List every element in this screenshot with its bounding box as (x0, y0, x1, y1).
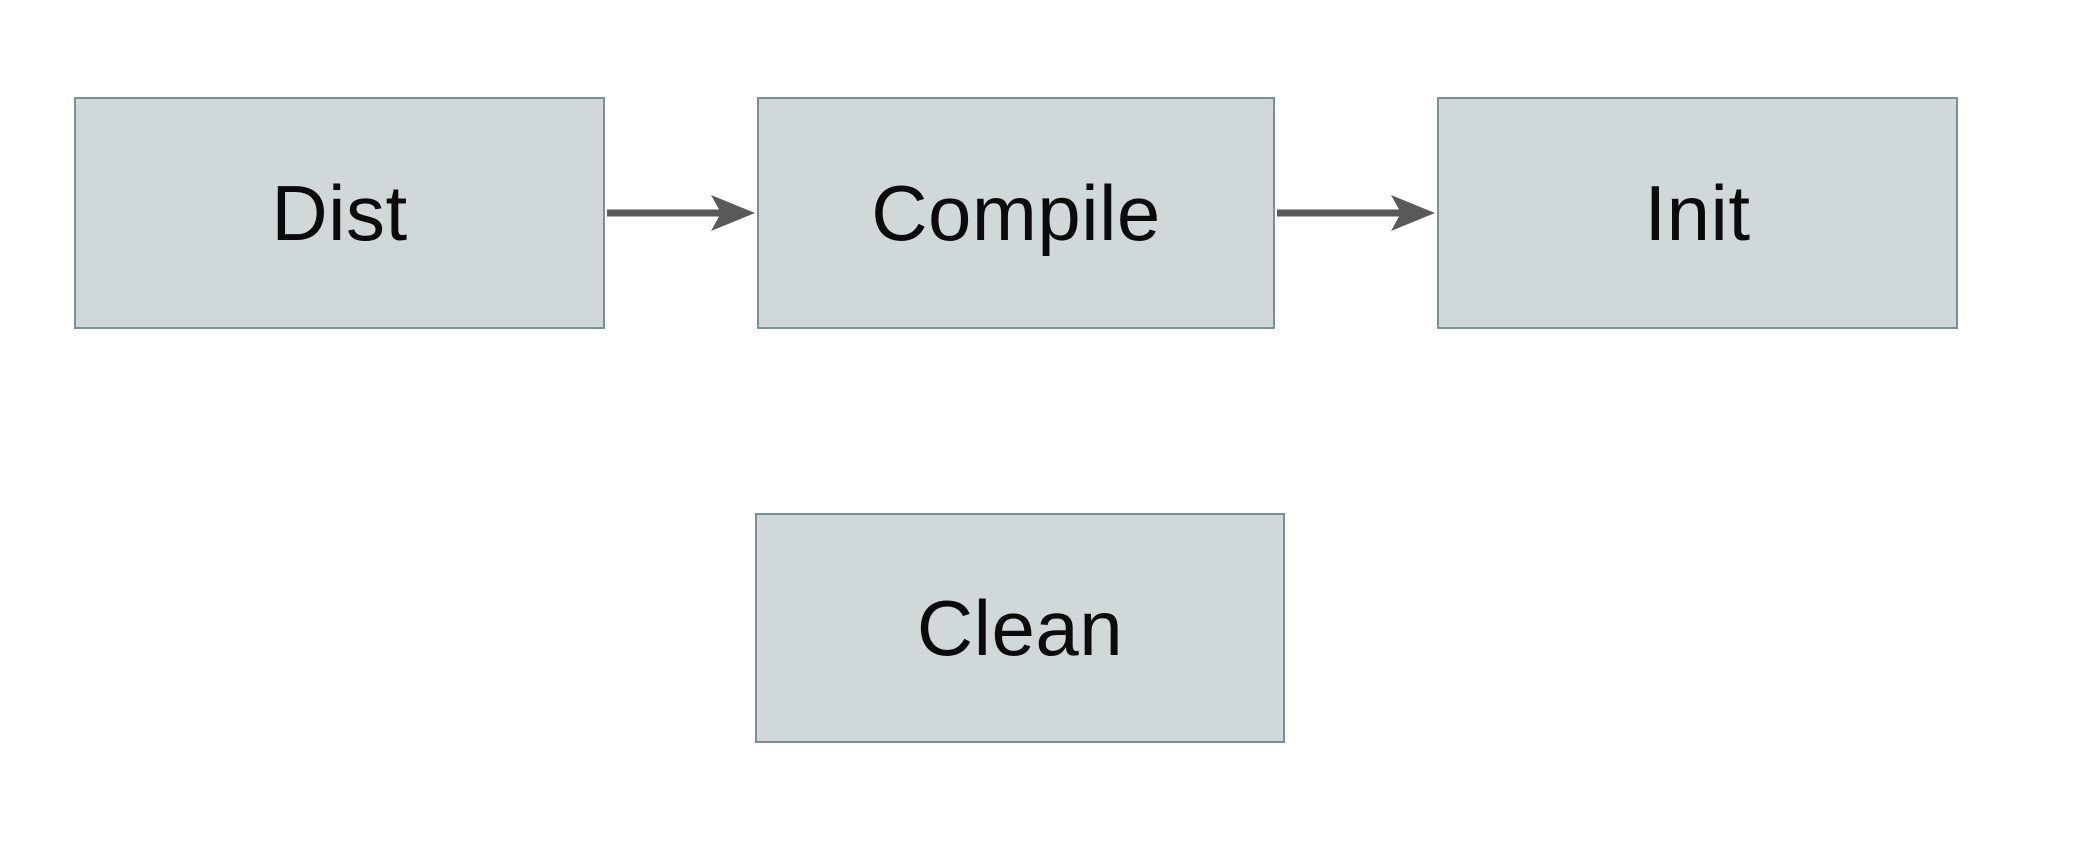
node-clean[interactable]: Clean (755, 513, 1285, 743)
node-clean-label: Clean (916, 584, 1124, 672)
node-compile[interactable]: Compile (757, 97, 1275, 329)
edge-dist-to-compile (607, 195, 755, 231)
node-dist-label: Dist (271, 169, 408, 257)
arrowhead-icon (1391, 195, 1435, 231)
edge-compile-to-init (1277, 195, 1435, 231)
node-init[interactable]: Init (1437, 97, 1958, 329)
node-compile-label: Compile (871, 169, 1161, 257)
node-dist[interactable]: Dist (74, 97, 605, 329)
arrowhead-icon (711, 195, 755, 231)
node-init-label: Init (1644, 169, 1751, 257)
